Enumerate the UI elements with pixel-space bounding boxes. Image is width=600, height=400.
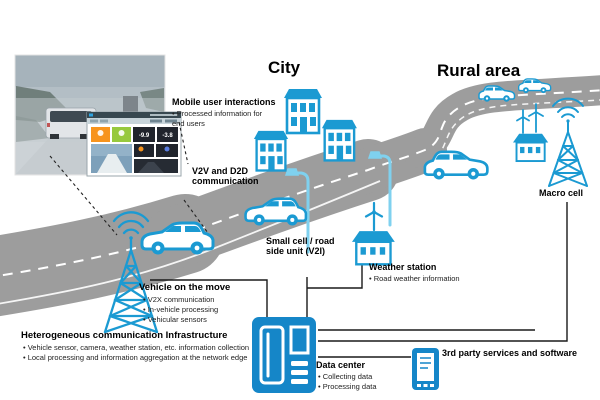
vehicle-bullet: V2X communication [143,295,259,305]
macro-cell-label: Macro cell [539,188,584,198]
hetero-infra-bullet: Local processing and information aggrega… [23,353,271,363]
weather-app-window: -9.9 -3.8 [86,111,182,177]
vehicle-bullet: Vehicular sensors [143,315,259,325]
third-party-label: 3rd party services and software [442,348,578,358]
road-edge-line [0,180,381,305]
building-icon [282,87,324,135]
road-edge-line-s [427,99,600,165]
mobile-user-section: Mobile user interactions Processed infor… [172,97,282,129]
app-temp-tile-2 [157,127,178,142]
app-toolbar [87,118,181,124]
car-icon [423,150,489,181]
weather-station-bullet: Road weather information [369,274,509,284]
data-center-heading: Data center [316,360,366,370]
data-center-bullet: Collecting data [318,372,426,382]
weather-station-heading: Weather station [369,262,437,272]
weather-station-icon [350,201,396,266]
street-light-icon [367,151,392,227]
small-cell-tower-icon [103,211,159,334]
wind-turbine-icon [516,103,544,134]
data-center-icon [252,317,316,393]
rural-house-icon [512,103,550,163]
hetero-infra-bullet: Vehicle sensor, camera, weather station,… [23,343,271,353]
app-temp-value-1: -9.9 [139,133,150,139]
mobile-user-heading: Mobile user interactions [172,97,276,107]
rural-area-title: Rural area [437,61,521,80]
data-center-bullet: Processing data [318,382,426,392]
building-icon [252,129,290,172]
street-light-icon [284,168,310,254]
city-title: City [268,58,301,77]
hetero-infra-heading: Heterogeneous communication Infrastructu… [21,330,228,341]
app-temp-value-2: -3.8 [162,133,173,139]
app-temp-tile-1 [133,127,155,142]
weather-station-section: Weather station Road weather information [369,262,509,284]
mobile-user-bullet: Processed information for end users [172,109,268,129]
hetero-infra-section: Heterogeneous communication Infrastructu… [21,330,271,363]
building-icon [320,118,359,162]
connector-lines [150,202,568,358]
data-center-section: Data center Collecting data Processing d… [316,360,426,392]
v2v-d2d-label: V2V and D2D communication [192,166,259,187]
wind-turbine-icon [364,201,384,232]
vehicle-heading: Vehicle on the move [139,282,231,293]
vehicle-section: Vehicle on the move V2X communication In… [139,282,259,325]
app-title-bar [87,112,181,118]
macro-cell-tower-icon [548,97,588,187]
app-road-camera-tile [91,144,132,173]
road-center-line [0,89,600,277]
small-cell-label: Small cell / road side unit (V2I) [266,236,335,257]
vehicle-bullet: In-vehicle processing [143,305,259,315]
app-small-tile-sun [134,144,154,157]
